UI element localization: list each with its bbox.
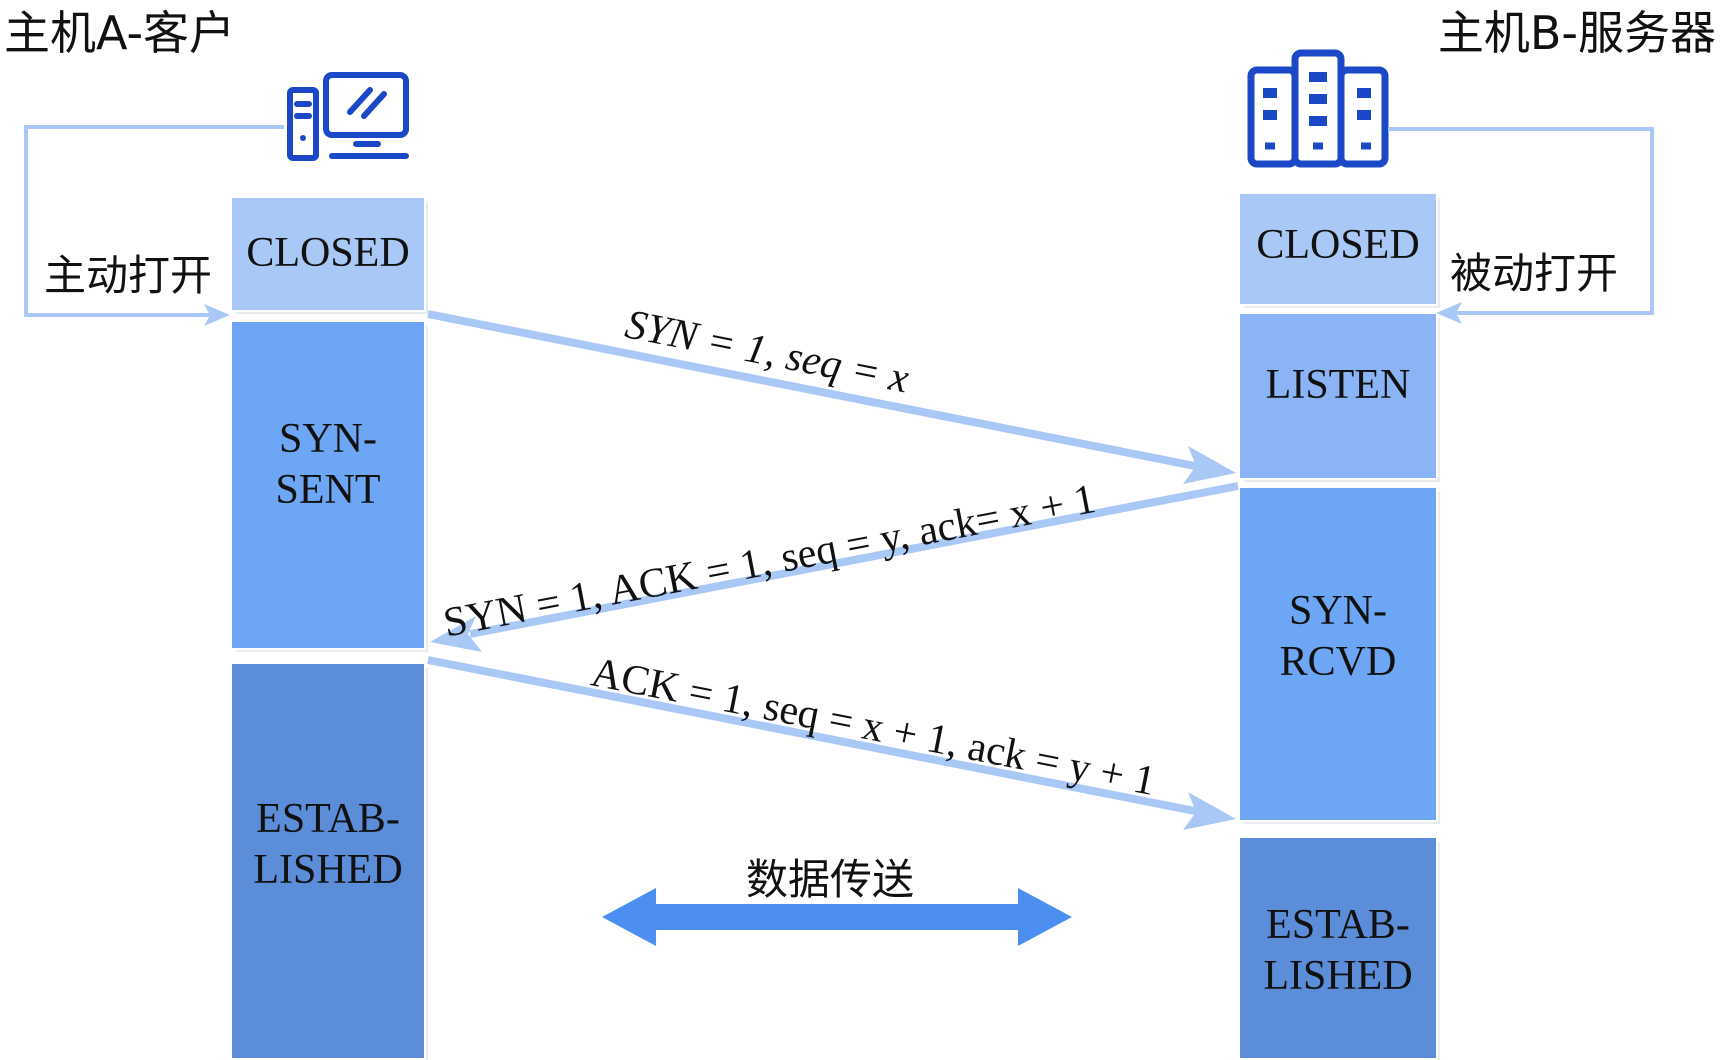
server-state-syn-rcvd: SYN- RCVD xyxy=(1240,488,1436,820)
server-state-listen: LISTEN xyxy=(1240,314,1436,478)
syn-ack-arrow xyxy=(430,482,1239,652)
server-rack-icon xyxy=(1247,49,1389,168)
passive-open-label: 被动打开 xyxy=(1450,249,1619,298)
client-state-closed: CLOSED xyxy=(232,198,424,310)
desktop-computer-icon xyxy=(287,72,409,161)
data-transfer-label: 数据传送 xyxy=(746,855,915,904)
passive-open-loop xyxy=(1388,127,1654,324)
syn-arrow xyxy=(427,310,1236,484)
data-transfer-double-arrow xyxy=(602,888,1072,946)
server-host-title: 主机B-服务器 xyxy=(1437,6,1716,60)
client-host-title: 主机A-客户 xyxy=(4,6,236,60)
client-state-established: ESTAB- LISHED xyxy=(232,664,424,1058)
active-open-loop xyxy=(24,125,284,326)
client-state-syn-sent: SYN- SENT xyxy=(232,322,424,648)
active-open-label: 主动打开 xyxy=(44,251,213,300)
ack-arrow xyxy=(427,656,1236,830)
server-state-closed: CLOSED xyxy=(1240,194,1436,304)
server-state-established: ESTAB- LISHED xyxy=(1240,838,1436,1058)
